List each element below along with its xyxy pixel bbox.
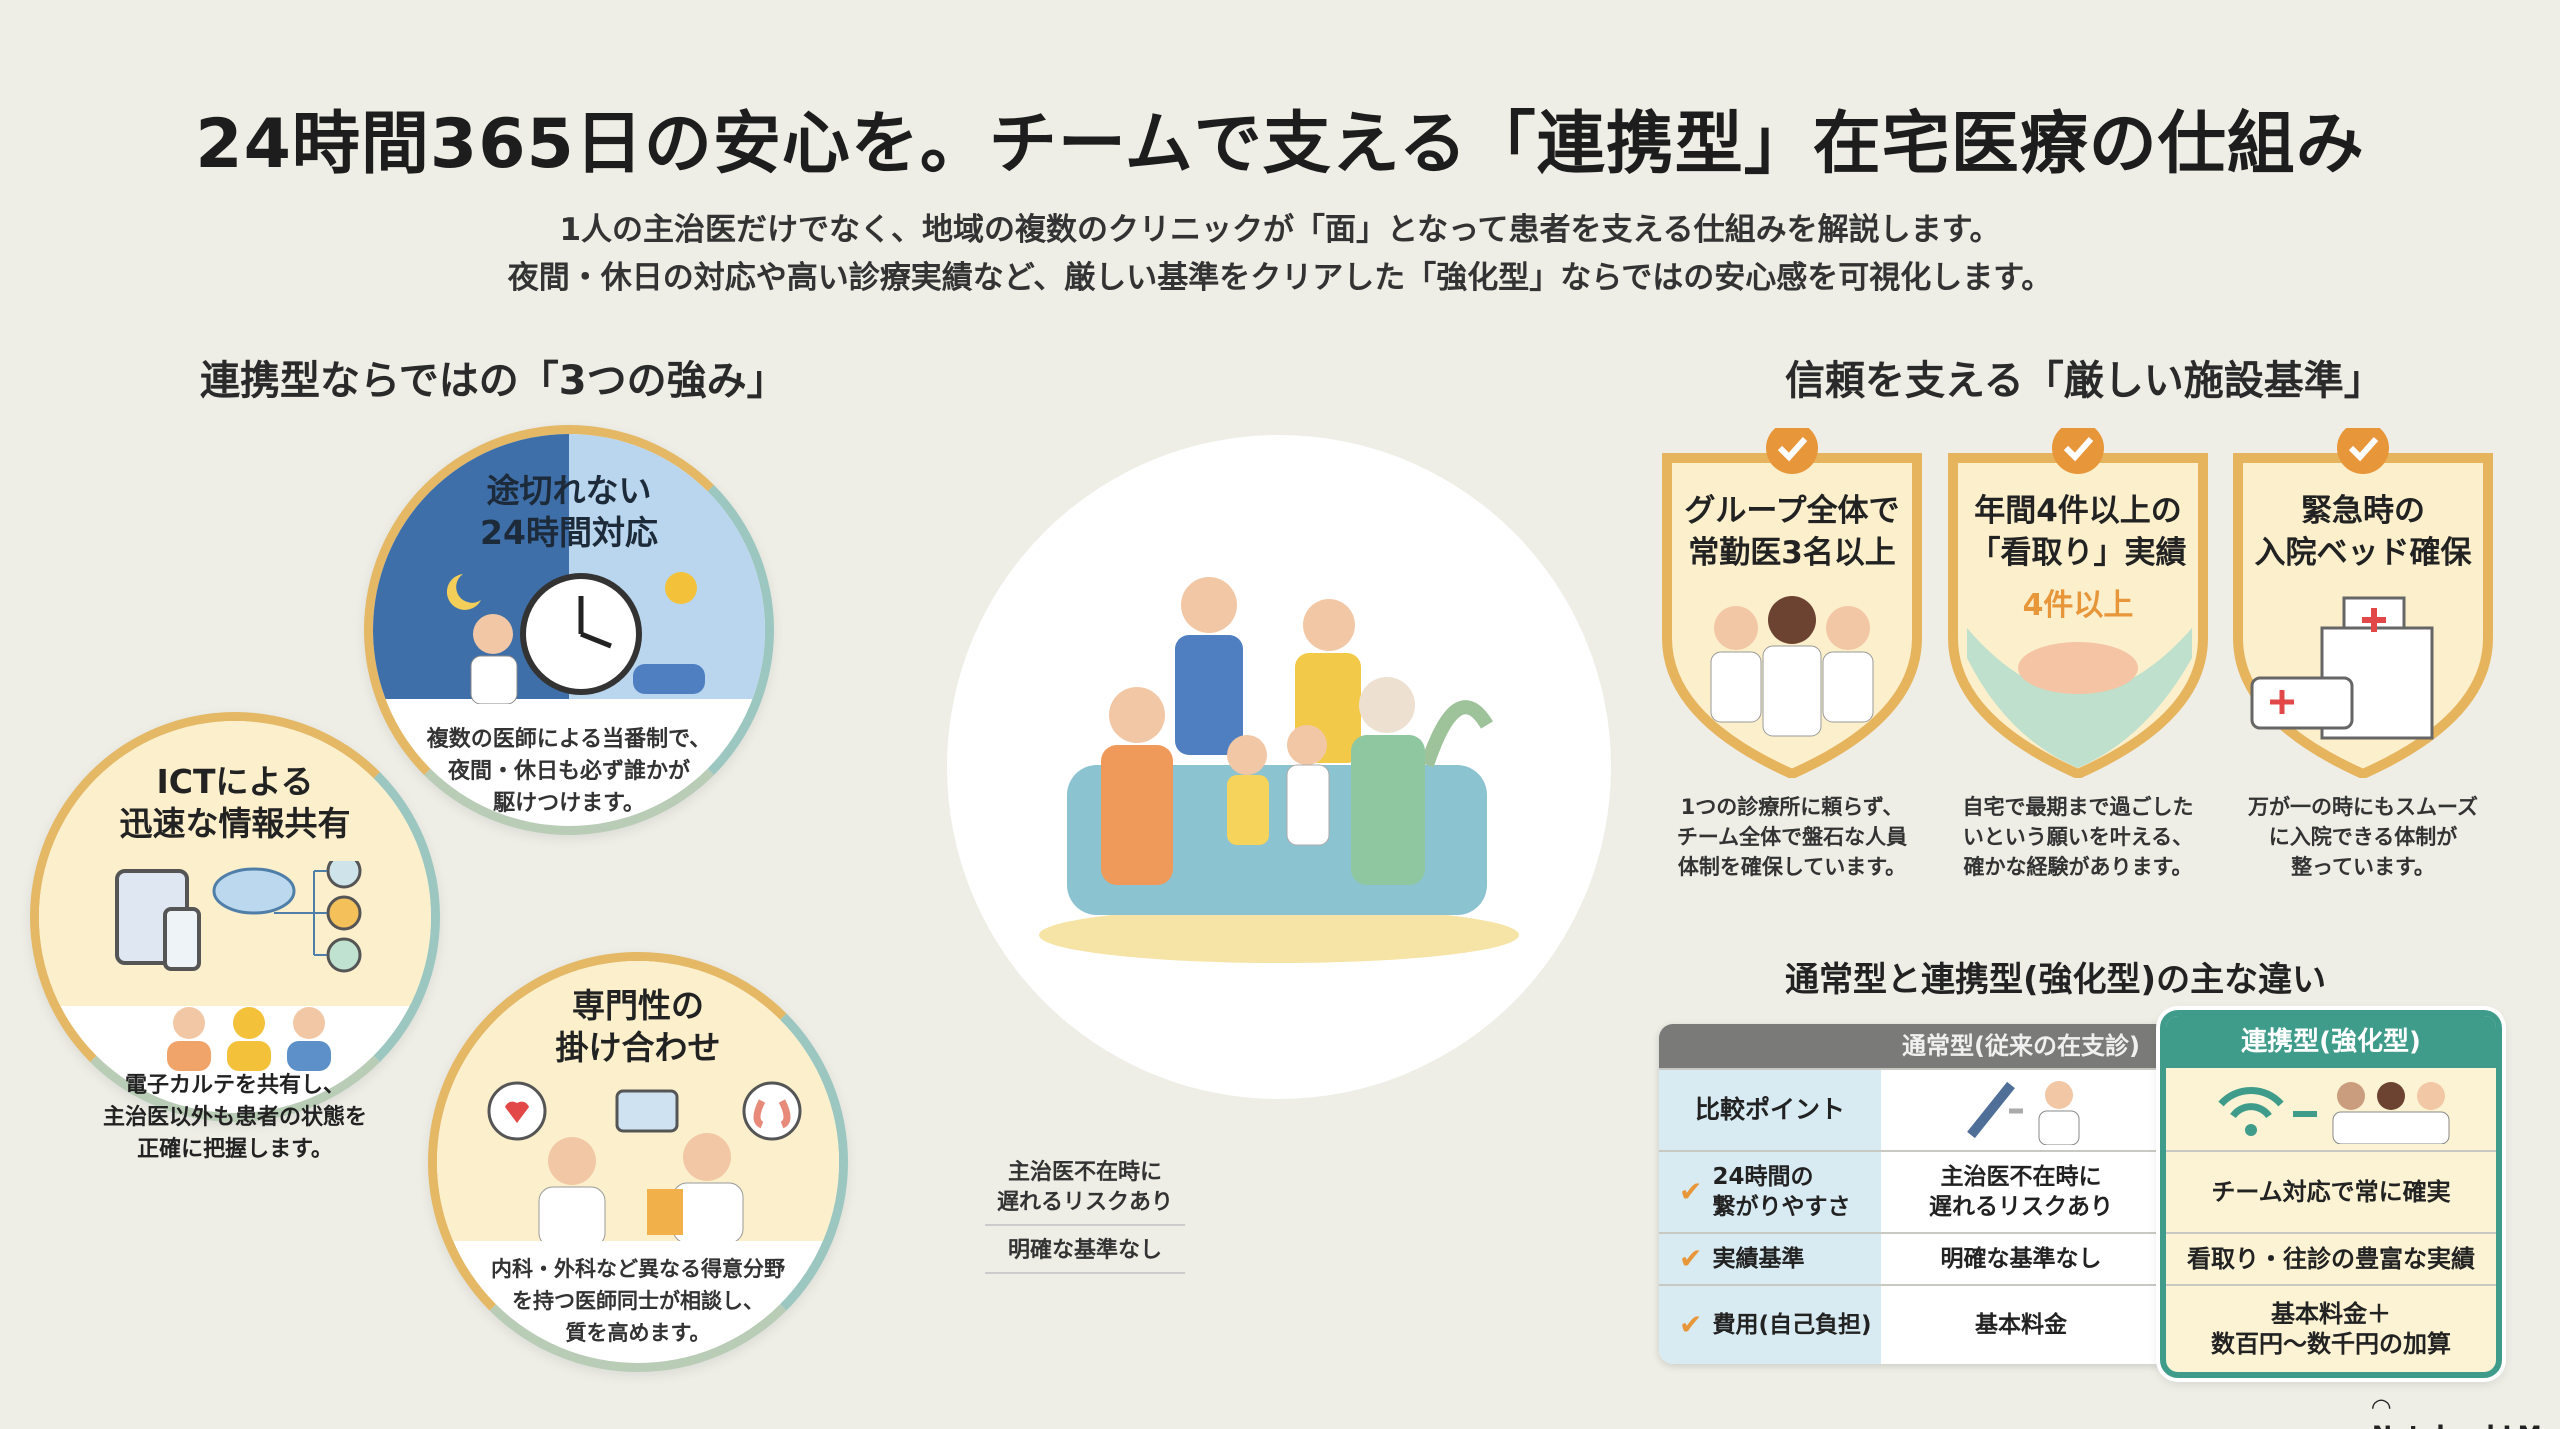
- linked-column: 連携型(強化型) チーム対応で常に確実 看取り・往診の豊富な実績 基本料金＋数百…: [2160, 1010, 2502, 1378]
- moon-icon: [446, 574, 481, 610]
- check-icon: ✔: [1679, 1242, 1703, 1275]
- clipboard-icon: [647, 1189, 683, 1235]
- normal-value: 基本料金: [1881, 1286, 2161, 1364]
- sun-icon: [665, 572, 697, 604]
- strength-desc: 複数の医師による当番制で、夜間・休日も必ず誰かが駆けつけます。: [426, 727, 712, 816]
- col-header-normal: 通常型(従来の在支診): [1881, 1024, 2161, 1070]
- hands-icon: [2018, 642, 2138, 694]
- normal-value: 明確な基準なし: [1881, 1234, 2161, 1286]
- normal-value: 主治医不在時に遅れるリスクあり: [1881, 1152, 2161, 1234]
- criteria-shield-endoflife: 年間4件以上の「看取り」実績 4件以上: [1947, 428, 2209, 778]
- notebooklm-logo: ◠ NotebookLM: [2372, 1393, 2560, 1429]
- row-label: 費用(自己負担): [1712, 1312, 1872, 1338]
- car-icon: [633, 664, 705, 694]
- comparison-heading: 通常型と連携型(強化型)の主な違い: [1785, 960, 2327, 1000]
- subtitle-line-1: 1人の主治医だけでなく、地域の複数のクリニックが「面」となって患者を支える仕組み…: [559, 212, 2001, 248]
- strength-desc: 内科・外科など異なる得意分野を持つ医師同士が相談し、質を高めます。: [491, 1257, 785, 1345]
- criteria-caption: 自宅で最期まで過ごしたいという願いを叶える、確かな経験があります。: [1962, 795, 2194, 879]
- strength-card-specialty: 専門性の掛け合わせ 内科・外科など異なる得意分野を持つ医師同士が相談し、質を高め…: [428, 952, 848, 1372]
- cloud-icon: [212, 867, 296, 915]
- comparison-table: 通常型(従来の在支診) 比較ポイント ✔ 24時間の繋がりやすさ 主治医不在時に遅…: [1659, 1024, 2499, 1364]
- row-label: 24時間の繋がりやすさ: [1712, 1164, 1851, 1220]
- linked-value: チーム対応で常に確実: [2166, 1152, 2496, 1234]
- col-header-linked: 連携型(強化型): [2166, 1016, 2496, 1068]
- linked-value: 看取り・往診の豊富な実績: [2166, 1234, 2496, 1286]
- page-title: 24時間365日の安心を。チームで支える「連携型」在宅医療の仕組み: [195, 105, 2365, 184]
- criteria-shield-hospital-bed: 緊急時の入院ベッド確保: [2232, 428, 2494, 778]
- check-icon: ✔: [1679, 1175, 1703, 1208]
- heart-icon: [505, 1101, 529, 1123]
- criteria-caption: 1つの診療所に頼らず、チーム全体で盤石な人員体制を確保しています。: [1676, 795, 1908, 879]
- wifi-icon: [2218, 1087, 2284, 1119]
- notebooklm-icon: ◠: [2372, 1393, 2391, 1421]
- strengths-heading: 連携型ならではの「3つの強み」: [200, 358, 787, 404]
- criteria-caption: 万が一の時にもスムーズに入院できる体制が整っています。: [2248, 795, 2478, 879]
- strength-title: ICTによる迅速な情報共有: [119, 762, 351, 843]
- chat-icon: [615, 1089, 679, 1133]
- linked-value: 基本料金＋数百円～数千円の加算: [2211, 1300, 2451, 1358]
- broken-link-icon: [1967, 1081, 2015, 1139]
- criteria-heading: 信頼を支える「厳しい施設基準」: [1785, 358, 2384, 404]
- point-label: 比較ポイント: [1659, 1070, 1881, 1152]
- strength-title: 専門性の掛け合わせ: [555, 986, 721, 1067]
- clock-doctor-illustration: [446, 572, 705, 704]
- normal-icons: [1881, 1070, 2161, 1152]
- row-label: 実績基準: [1712, 1246, 1805, 1272]
- strength-desc: 電子カルテを共有し、主治医以外も患者の状態を正確に把握します。: [102, 1073, 367, 1162]
- subtitle-line-2: 夜間・休日の対応や高い診療実績など、厳しい基準をクリアした「強化型」ならではの安…: [507, 260, 2053, 296]
- stray-text: 主治医不在時に遅れるリスクあり 明確な基準なし: [985, 1158, 1185, 1274]
- ambulance-icon: [2250, 676, 2354, 730]
- family-illustration: [947, 435, 1611, 1099]
- criteria-badge: 4件以上: [2022, 588, 2134, 623]
- strength-card-ict: ICTによる迅速な情報共有: [30, 712, 440, 1122]
- check-icon: ✔: [1679, 1308, 1703, 1341]
- lungs-icon: [753, 1099, 791, 1129]
- criteria-shield-doctors: グループ全体で常勤医3名以上: [1661, 428, 1923, 778]
- doctors-consulting-illustration: [487, 1081, 802, 1241]
- info-sharing-illustration: [115, 861, 362, 1071]
- phone-icon: [163, 907, 201, 971]
- linked-icons: [2166, 1068, 2496, 1152]
